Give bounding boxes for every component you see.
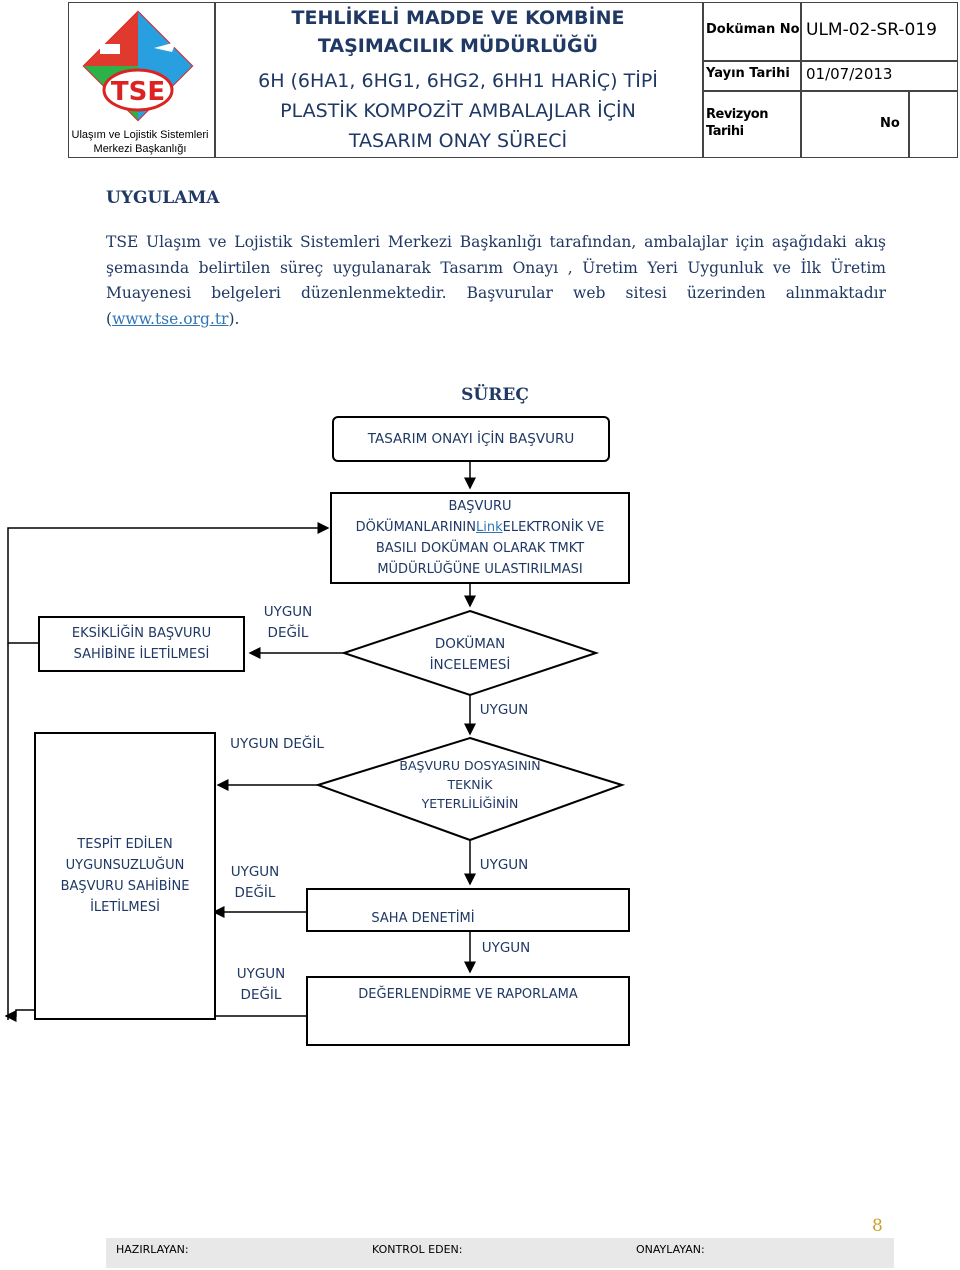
decision-technical-adequacy: BAŞVURU DOSYASININ TEKNİK YETERLİLİĞİNİN xyxy=(399,758,541,811)
tse-logo: TSE xyxy=(82,10,194,122)
website-link[interactable]: www.tse.org.tr xyxy=(112,309,229,328)
approved-by-label: ONAYLAYAN: xyxy=(636,1243,705,1256)
prepared-by-label: HAZIRLAYAN: xyxy=(116,1243,189,1256)
label-not-ok: UYGUN DEĞİL xyxy=(236,966,286,1003)
svg-text:TSE: TSE xyxy=(111,77,165,107)
logo-caption: Ulaşım ve Lojistik Sistemleri Merkezi Ba… xyxy=(71,129,209,155)
label-not-ok: UYGUN DEĞİL xyxy=(263,604,313,641)
label-ok: UYGUN xyxy=(479,857,529,873)
header-divider xyxy=(702,90,958,92)
label-not-ok: UYGUN DEĞİL xyxy=(230,864,280,901)
header-divider xyxy=(800,2,802,158)
doc-no-value: ULM-02-SR-019 xyxy=(806,20,937,40)
label-not-ok: UYGUN DEĞİL xyxy=(230,736,324,752)
pub-date-value: 01/07/2013 xyxy=(806,65,893,83)
section-title: UYGULAMA xyxy=(106,188,220,208)
doc-no-label: Doküman No xyxy=(706,22,800,37)
header-divider xyxy=(214,2,216,158)
controlled-by-label: KONTROL EDEN: xyxy=(372,1243,463,1256)
label-ok: UYGUN xyxy=(479,702,529,718)
intro-paragraph: TSE Ulaşım ve Lojistik Sistemleri Merkez… xyxy=(106,233,886,328)
header-divider xyxy=(702,2,704,158)
step-document-submission: BAŞVURU DÖKÜMANLARININLinkELEKTRONİK VE … xyxy=(330,492,630,584)
step-notify-missing: EKSİKLİĞİN BAŞVURU SAHİBİNE İLETİLMESİ xyxy=(38,616,245,672)
header-table xyxy=(68,2,958,158)
step-site-audit: SAHA DENETİMİ xyxy=(306,888,630,932)
step-evaluation-reporting: DEĞERLENDİRME VE RAPORLAMA xyxy=(306,976,630,1046)
document-title: 6H (6HA1, 6HG1, 6HG2, 6HH1 HARİÇ) TİPİ P… xyxy=(258,70,658,152)
submission-link[interactable]: Link xyxy=(476,520,503,535)
header-divider xyxy=(908,90,910,158)
signature-bar: HAZIRLAYAN: KONTROL EDEN: ONAYLAYAN: xyxy=(106,1238,894,1268)
page-number: 8 xyxy=(872,1216,883,1236)
process-heading: SÜREÇ xyxy=(461,385,529,405)
header-divider xyxy=(702,60,958,62)
department-title: TEHLİKELİ MADDE VE KOMBİNE TAŞIMACILIK M… xyxy=(291,7,625,57)
step-notify-nonconformity: TESPİT EDİLEN UYGUNSUZLUĞUN BAŞVURU SAHİ… xyxy=(34,732,216,1020)
rev-no-label: No xyxy=(880,116,900,131)
step-application: TASARIM ONAYI İÇİN BAŞVURU xyxy=(332,416,610,462)
rev-date-label: Revizyon Tarihi xyxy=(706,107,768,139)
label-ok: UYGUN xyxy=(481,940,531,956)
decision-document-review: DOKÜMAN İNCELEMESİ xyxy=(429,636,511,673)
pub-date-label: Yayın Tarihi xyxy=(706,66,790,81)
